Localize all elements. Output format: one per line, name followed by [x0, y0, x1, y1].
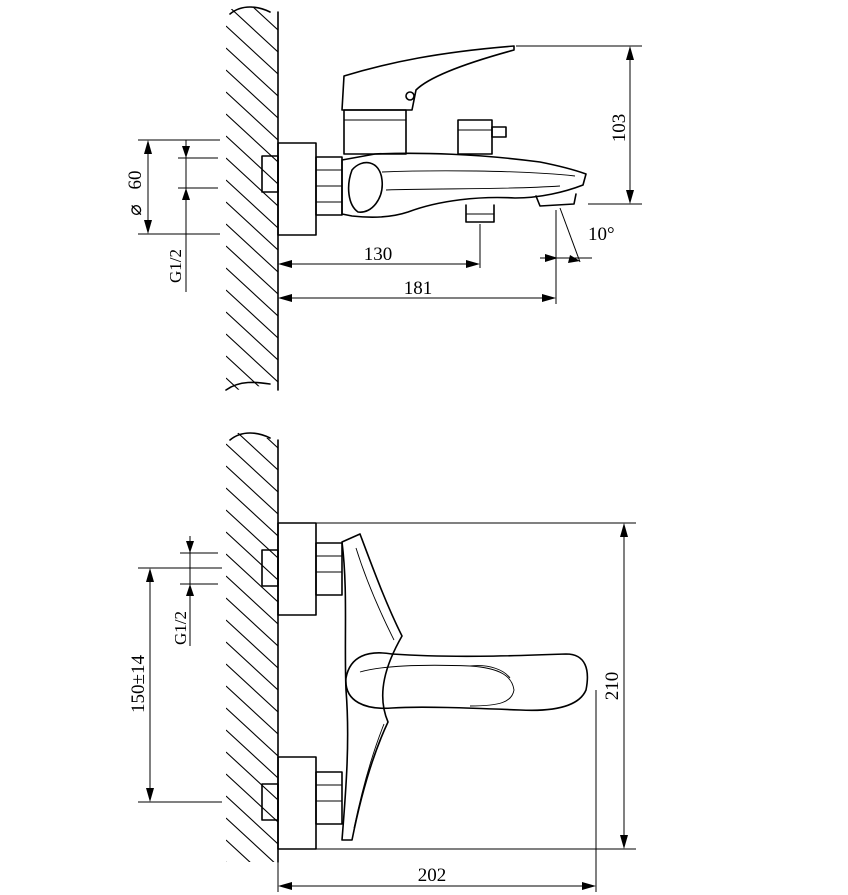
wall-hatch-line [226, 729, 278, 779]
cartridge-side [343, 109, 407, 155]
wall-hatch-line [226, 245, 278, 295]
mixer-body-front [341, 533, 403, 841]
dim-label-150-14: 150±14 [128, 655, 149, 713]
wall-hatch-line [226, 157, 278, 207]
dim-label-210: 210 [602, 672, 623, 701]
dim-label-diameter-value: 60 [125, 171, 146, 190]
wall-hatch-line [226, 707, 278, 757]
wall-hatch-line [226, 47, 278, 97]
dim-angle-10: 10° [540, 207, 615, 263]
wall-hatch-line [226, 311, 278, 361]
wall-hatch-line [226, 25, 278, 75]
front-view: 202 210 150±14 G1/2 [128, 432, 636, 892]
wall-hatch-line [226, 267, 278, 317]
wall-hatch-line [226, 861, 278, 862]
wall-hatch-line [226, 179, 278, 229]
dim-depth-130: 130 [278, 224, 481, 268]
wall-hatch-line [226, 553, 278, 603]
wall-section-top [225, 6, 279, 391]
dim-label-thread-top: G1/2 [166, 249, 185, 283]
dim-width-202: 202 [277, 690, 597, 892]
wall-hatch-line [226, 6, 278, 53]
wall-hatch-line [226, 619, 278, 669]
wall-hatch-line [226, 223, 278, 273]
dim-depth-181: 181 [277, 210, 557, 304]
lower-connection [261, 756, 343, 850]
mixer-body-side [341, 152, 587, 218]
dim-label-103: 103 [609, 114, 630, 143]
dim-label-181: 181 [404, 278, 433, 299]
wall-hatch-line [226, 69, 278, 119]
wall-hatch-line [226, 575, 278, 625]
dim-thread-bottom: G1/2 [171, 536, 218, 646]
upper-connection [261, 522, 343, 616]
wall-hatch-line [226, 817, 278, 862]
wall-hatch-line [226, 91, 278, 141]
wall-hatch-line [226, 839, 278, 862]
wall-section-bottom [226, 432, 279, 863]
dim-label-202: 202 [418, 865, 447, 886]
wall-hatch-line [226, 6, 278, 31]
dim-label-130: 130 [364, 244, 393, 265]
dim-center-distance: 150±14 [128, 567, 222, 803]
dim-label-thread-bottom: G1/2 [171, 611, 190, 645]
lever-handle-side [341, 45, 515, 111]
wall-hatch-line [226, 487, 278, 537]
dim-height-210: 210 [316, 522, 636, 850]
wall-hatch-line [226, 685, 278, 735]
wall-hatch-line [226, 795, 278, 845]
wall-hatch-line [226, 663, 278, 713]
dim-thread-top: G1/2 [166, 140, 218, 292]
wall-hatch-line [226, 289, 278, 339]
dim-height-103: 103 [516, 45, 642, 205]
dim-label-diameter-symbol: ⌀ [125, 204, 146, 215]
diverter-knob [457, 119, 507, 155]
wall-hatch-line [226, 531, 278, 581]
wall-hatch-line [226, 773, 278, 823]
wall-hatch-line [226, 432, 278, 471]
hex-nut [315, 156, 343, 216]
wall-hatch-line [226, 135, 278, 185]
wall-hatch-line [226, 355, 278, 391]
wall-hatch-line [226, 201, 278, 251]
wall-hatch-line [226, 597, 278, 647]
dim-label-10-degree: 10° [588, 224, 615, 245]
wall-hatch-line [226, 333, 278, 383]
wall-hatch-line [226, 751, 278, 801]
wall-hatch-line [226, 465, 278, 515]
wall-hatch-line [226, 641, 278, 691]
side-view: 103 10° 130 181 [125, 6, 642, 391]
wall-hatch-line [226, 377, 278, 391]
dim-diameter-60: ⌀ 60 [125, 139, 220, 235]
wall-hatch-line [226, 443, 278, 493]
shower-outlet [465, 204, 495, 223]
wall-hatch-line [226, 113, 278, 163]
wall-hatch-line [226, 432, 278, 449]
aerator [535, 193, 577, 207]
lever-handle-front [345, 652, 589, 712]
